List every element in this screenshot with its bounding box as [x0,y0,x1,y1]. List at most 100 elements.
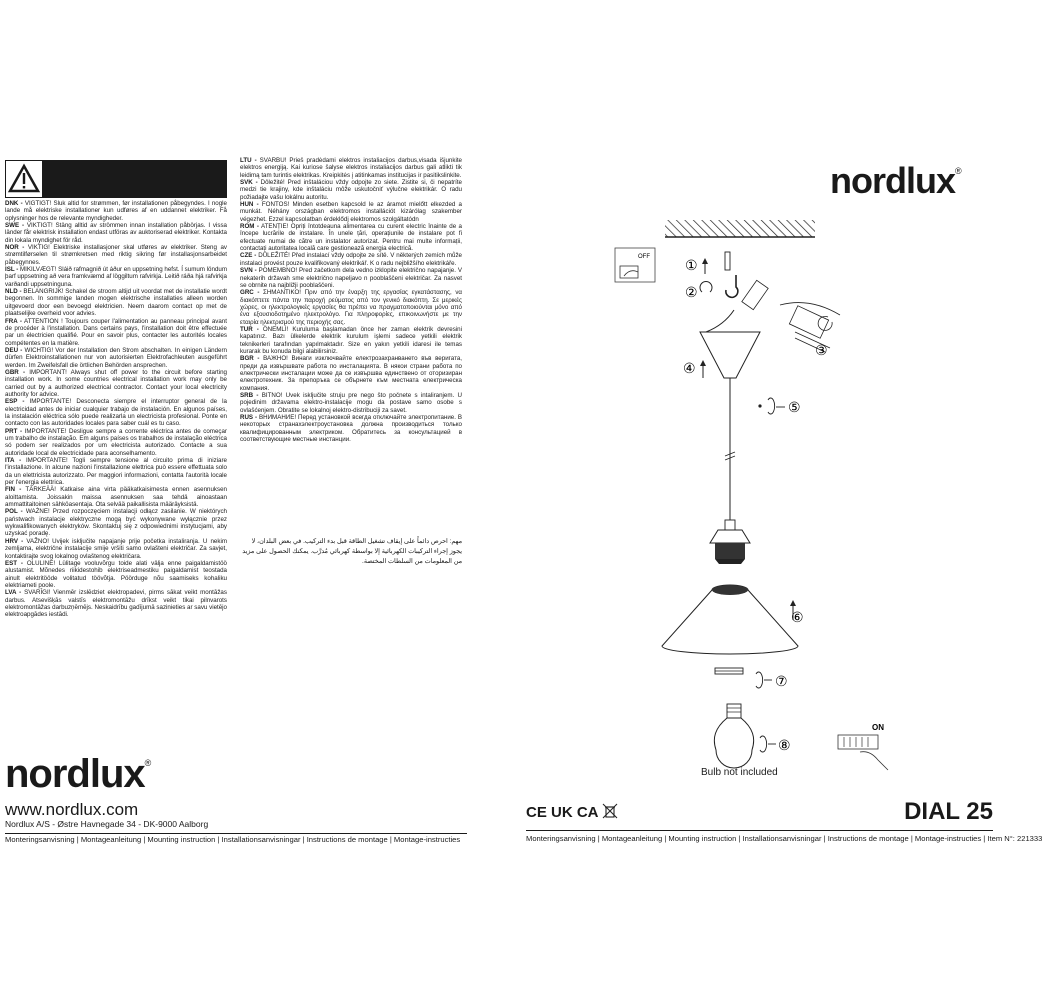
safety-paragraph: LTU - SVARBU! Prieš pradėdami elektros i… [240,157,462,179]
safety-text: WAŻNE! Przed rozpoczęciem instalacji odł… [5,508,227,538]
safety-text: IMPORTANT! Always shut off power to the … [5,368,227,398]
language-code: SWE - [5,222,25,230]
ceiling-hatch [665,220,815,237]
lamp-shade-icon [661,584,799,655]
safety-text: ATTENTION ! Toujours couper l'alimentati… [5,317,227,347]
safety-paragraph: ESP - IMPORTANTE! Desconecta siempre el … [5,398,227,427]
safety-text: ΣΗΜΑΝΤΙΚΟ! Πριν από την έναρξη της εργασ… [240,289,462,326]
safety-text: VAŽNO! Uvijek isključite napajanje prije… [5,537,227,560]
wiring-detail: ③ [779,302,841,358]
switch-off-icon: OFF [614,247,656,283]
safety-paragraph: GRC - ΣΗΜΑΝΤΙΚΟ! Πριν από την έναρξη της… [240,289,462,326]
safety-text: Dôležité! Pred inštaláciou vždy odpojte … [240,179,462,201]
terminal-block-icon [741,279,769,311]
switch-on-icon: ON [837,723,889,771]
step-8-marker: ⑧ [778,737,791,753]
safety-paragraph: SVK - Dôležité! Pred inštaláciou vždy od… [240,179,462,201]
language-code: SVN - [240,267,257,275]
language-code: NLD - [5,288,22,296]
step-4-marker: ④ [683,360,696,376]
product-name: DIAL 25 [904,798,993,825]
footer-languages-right: Monteringsanvisning | Montageanleitung |… [526,834,1042,843]
safety-text: ВАЖНО! Винаги изключвайте електрозахранв… [240,355,462,392]
safety-paragraph: FIN - TÄRKEÄÄ! Katkaise aina virta pääka… [5,486,227,508]
safety-text: VIKTIGT! Stäng alltid av strömmen innan … [5,222,227,244]
safety-paragraph: FRA - ATTENTION ! Toujours couper l'alim… [5,318,227,347]
safety-text: OLULINE! Lülitage vooluvõrgu toide alati… [5,559,227,589]
step-3-marker: ③ [815,342,828,358]
step-1-marker: ① [685,257,698,273]
safety-paragraph: SVN - POMEMBNO! Pred začetkom dela vedno… [240,267,462,289]
language-code: CZE - [240,252,257,260]
language-code: LTU - [240,157,257,164]
safety-paragraph: SRB - BITNO! Uvek isključite struju pre … [240,392,462,414]
brand-logo-left: nordlux® [5,752,151,796]
language-code: PRT - [5,427,23,435]
language-code: ISL - [5,266,19,274]
ceiling-hook-icon [725,275,739,299]
mounting-diagram: OFF ① ② ③ ④ ⑤ ⑥ ⑦ [614,220,889,771]
weee-bin-icon [602,803,618,819]
safety-paragraph: ITA - IMPORTANTE! Togli sempre tensione … [5,457,227,486]
safety-paragraph: NOR - VIKTIG! Elektriske installasjoner … [5,244,227,266]
language-code: FIN - [5,486,22,494]
safety-paragraph: ISL - MIKILVÆGT! Sláið rafmagnið út áður… [5,266,227,288]
language-code: RUS - [240,414,258,422]
language-code: DNK - [5,200,23,207]
safety-text: ATENȚIE! Opriți întotdeauna alimentarea … [240,223,462,253]
safety-text: IMPORTANTE! Desconecta siempre el interr… [5,398,227,428]
safety-paragraph: EST - OLULINE! Lülitage vooluvõrgu toide… [5,560,227,589]
language-code: HRV - [5,537,24,545]
safety-text: IMPORTANTE! Togli sempre tensione al cir… [5,457,227,487]
safety-text: ÖNEMLİ! Kuruluma başlamadan önce her zam… [240,325,462,355]
language-code: ESP - [5,398,25,406]
safety-text: DŮLEŽITÉ! Před instalací vždy odpojte ze… [240,252,462,267]
safety-paragraph: GBR - IMPORTANT! Always shut off power t… [5,369,227,398]
safety-text: FONTOS! Minden esetben kapcsold le az ár… [240,201,462,223]
language-code: GRC - [240,289,260,297]
certification-marks: CE UK CA [526,803,618,821]
safety-paragraph: DEU - WICHTIG! Vor der Installation den … [5,347,227,369]
language-code: HUN - [240,201,259,209]
company-address: Nordlux A/S - Østre Havnegade 34 - DK-90… [5,819,209,829]
safety-paragraph: LVA - SVARĪGI! Vienmēr izslēdziet elektr… [5,589,227,618]
safety-text: VIKTIG! Elektriske installasjoner skal u… [5,244,227,266]
language-code: TUR - [240,325,259,333]
language-code: FRA - [5,317,22,325]
language-code: SRB - [240,392,259,399]
brand-logo-right: nordlux® [830,160,962,201]
language-code: NOR - [5,244,25,252]
language-code: EST - [5,559,23,567]
footer-languages-left: Monteringsanvisning | Montageanleitung |… [5,835,461,844]
safety-text-column-2: LTU - SVARBU! Prieš pradėdami elektros i… [240,157,462,443]
switch-off-label: OFF [638,254,650,260]
safety-paragraph: HUN - FONTOS! Minden esetben kapcsold le… [240,201,462,223]
safety-paragraph: TUR - ÖNEMLİ! Kuruluma başlamadan önce h… [240,326,462,355]
safety-text: BITNO! Uvek isključite struju pre nego š… [240,392,462,414]
safety-text: POMEMBNO! Pred začetkom dela vedno izklo… [240,267,462,289]
switch-on-label: ON [872,723,884,732]
safety-paragraph: POL - WAŻNE! Przed rozpoczęciem instalac… [5,508,227,537]
step-2-marker: ② [685,284,698,300]
step-7-marker: ⑦ [775,673,788,689]
step-5-marker: ⑤ [788,399,801,415]
safety-text: SVARĪGI! Vienmēr izslēdziet elektropadev… [5,589,227,619]
ceiling-screw-icon [724,251,731,271]
canopy-icon [699,331,761,379]
safety-paragraph: HRV - VAŽNO! Uvijek isključite napajanje… [5,538,227,560]
safety-paragraph: NLD - BELANGRIJK! Schakel de stroom alti… [5,288,227,317]
safety-paragraph: PRT - IMPORTANTE! Desligue sempre a corr… [5,428,227,457]
safety-text: BELANGRIJK! Schakel de stroom altijd uit… [5,288,227,318]
website-url[interactable]: www.nordlux.com [5,800,139,819]
safety-paragraph: DNK - VIGTIGT! Sluk altid for strømmen, … [5,200,227,222]
step-6-marker: ⑥ [791,609,804,625]
safety-text: MIKILVÆGT! Sláið rafmagnið út áður en up… [5,266,227,288]
bulb-icon [713,703,755,769]
safety-text: WICHTIG! Vor der Installation den Strom … [5,346,227,369]
language-code: POL - [5,508,23,516]
language-code: ITA - [5,457,22,465]
warning-icon [5,160,43,198]
language-code: BGR - [240,355,260,363]
safety-text: VIGTIGT! Sluk altid for strømmen, før in… [5,200,227,222]
safety-text-arabic: مهم: احرص دائماً على إيقاف تشغيل الطاقة … [242,538,462,565]
